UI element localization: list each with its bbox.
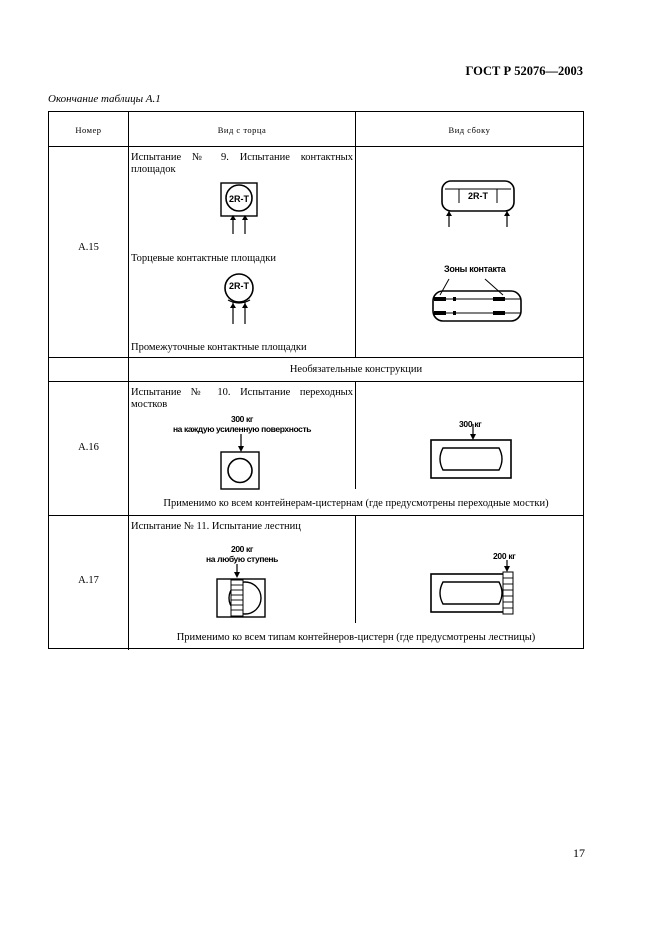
load-value: 200 кг <box>231 544 253 554</box>
test-title: Испытание № 11. Испытание лестниц <box>131 521 301 532</box>
side-load-label: 200 кг <box>493 551 516 561</box>
row-divider <box>49 515 583 516</box>
load-label: 200 кг на любую ступень <box>129 544 355 564</box>
ladder-end-figure <box>216 564 266 618</box>
column-header-side-view: Вид сбоку <box>448 125 491 135</box>
test-title: Испытание № 9. Испытание контактных площ… <box>131 152 353 175</box>
contact-zones-label: Зоны контакта <box>444 264 506 274</box>
table: Номер Вид с торца Вид сбоку А.15 Испытан… <box>48 111 584 650</box>
row-divider <box>49 357 583 358</box>
load-value: 300 кг <box>231 414 253 424</box>
ladder-side-figure <box>430 560 514 615</box>
row-divider <box>49 381 583 382</box>
row-divider <box>49 146 583 147</box>
column-header-number: Номер <box>75 125 102 135</box>
contact-pad-side-figure: 2R-T <box>441 180 515 227</box>
side-load-label: 300 кг <box>459 419 482 429</box>
contact-pad-end-figure: 2R-T <box>220 182 258 234</box>
table-caption: Окончание таблицы А.1 <box>48 93 161 105</box>
test-title: Испытание № 10. Испытание переходных мос… <box>131 387 353 410</box>
row-number: А.17 <box>78 575 99 586</box>
contact-zones-figure <box>432 278 522 322</box>
applicability-note: Применимо ко всем контейнерам-цистернам … <box>163 498 549 509</box>
column-divider <box>355 112 356 357</box>
load-description: на любую ступень <box>206 554 278 564</box>
column-divider <box>355 381 356 489</box>
load-description: на каждую усиленную поверхность <box>172 424 312 434</box>
contact-pad-round-figure: 2R-T <box>224 273 254 324</box>
end-contact-pads-label: Торцевые контактные площадки <box>131 253 276 264</box>
section-optional-constructions: Необязательные конструкции <box>289 364 423 375</box>
page-number: 17 <box>573 846 585 860</box>
figure-label: 2R-T <box>229 194 250 204</box>
row-number: А.15 <box>78 242 99 253</box>
walkway-side-figure <box>430 424 512 479</box>
load-label: 300 кг на каждую усиленную поверхность <box>129 414 355 434</box>
figure-label: 2R-T <box>229 281 250 291</box>
column-divider <box>355 515 356 623</box>
row-number: А.16 <box>78 442 99 453</box>
walkway-end-figure <box>220 434 260 490</box>
intermediate-contact-pads-label: Промежуточные контактные площадки <box>131 342 307 353</box>
document-title: ГОСТ Р 52076—2003 <box>465 64 583 78</box>
figure-label: 2R-T <box>468 191 489 201</box>
column-header-end-view: Вид с торца <box>217 125 267 135</box>
applicability-note: Применимо ко всем типам контейнеров-цист… <box>176 632 536 643</box>
column-divider <box>128 112 129 650</box>
